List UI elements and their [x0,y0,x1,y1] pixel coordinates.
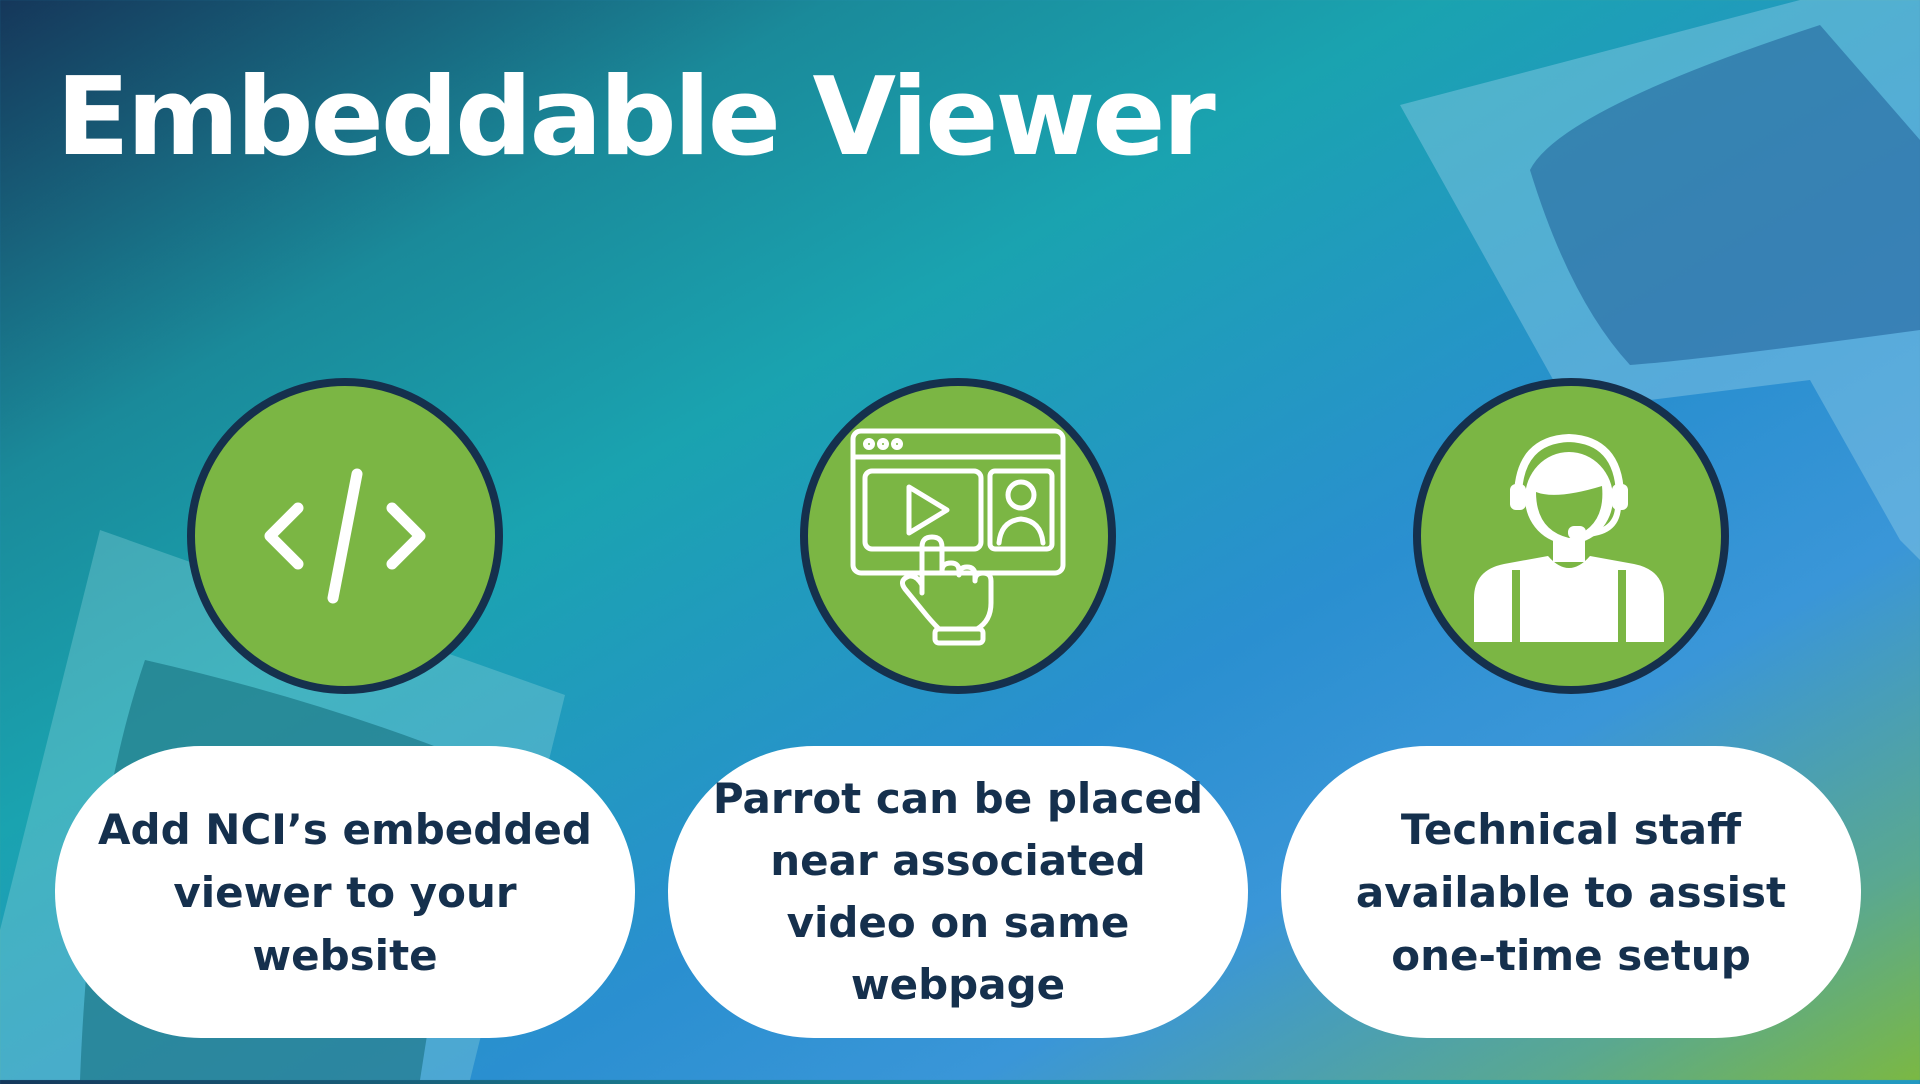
feature-icon-circle [800,378,1116,694]
page-title: Embeddable Viewer [56,55,1216,180]
feature-card-support: Technical staff available to assist one-… [1281,378,1861,1038]
feature-description: Parrot can be placed near associated vid… [712,774,1204,1009]
feature-text-pill: Technical staff available to assist one-… [1281,746,1861,1038]
feature-description: Technical staff available to assist one-… [1355,804,1787,980]
feature-text-pill: Add NCI’s embedded viewer to your websit… [55,746,635,1038]
feature-icon-circle [1413,378,1729,694]
feature-icon-circle [187,378,503,694]
support-agent-icon [1456,430,1686,642]
decorative-bubble-top-right [1400,0,1920,560]
video-browser-touch-icon [847,425,1069,647]
feature-description: Add NCI’s embedded viewer to your websit… [98,804,592,980]
feature-text-pill: Parrot can be placed near associated vid… [668,746,1248,1038]
code-icon [260,466,430,606]
feature-card-embed: Add NCI’s embedded viewer to your websit… [55,378,635,1038]
feature-card-placement: Parrot can be placed near associated vid… [668,378,1248,1038]
